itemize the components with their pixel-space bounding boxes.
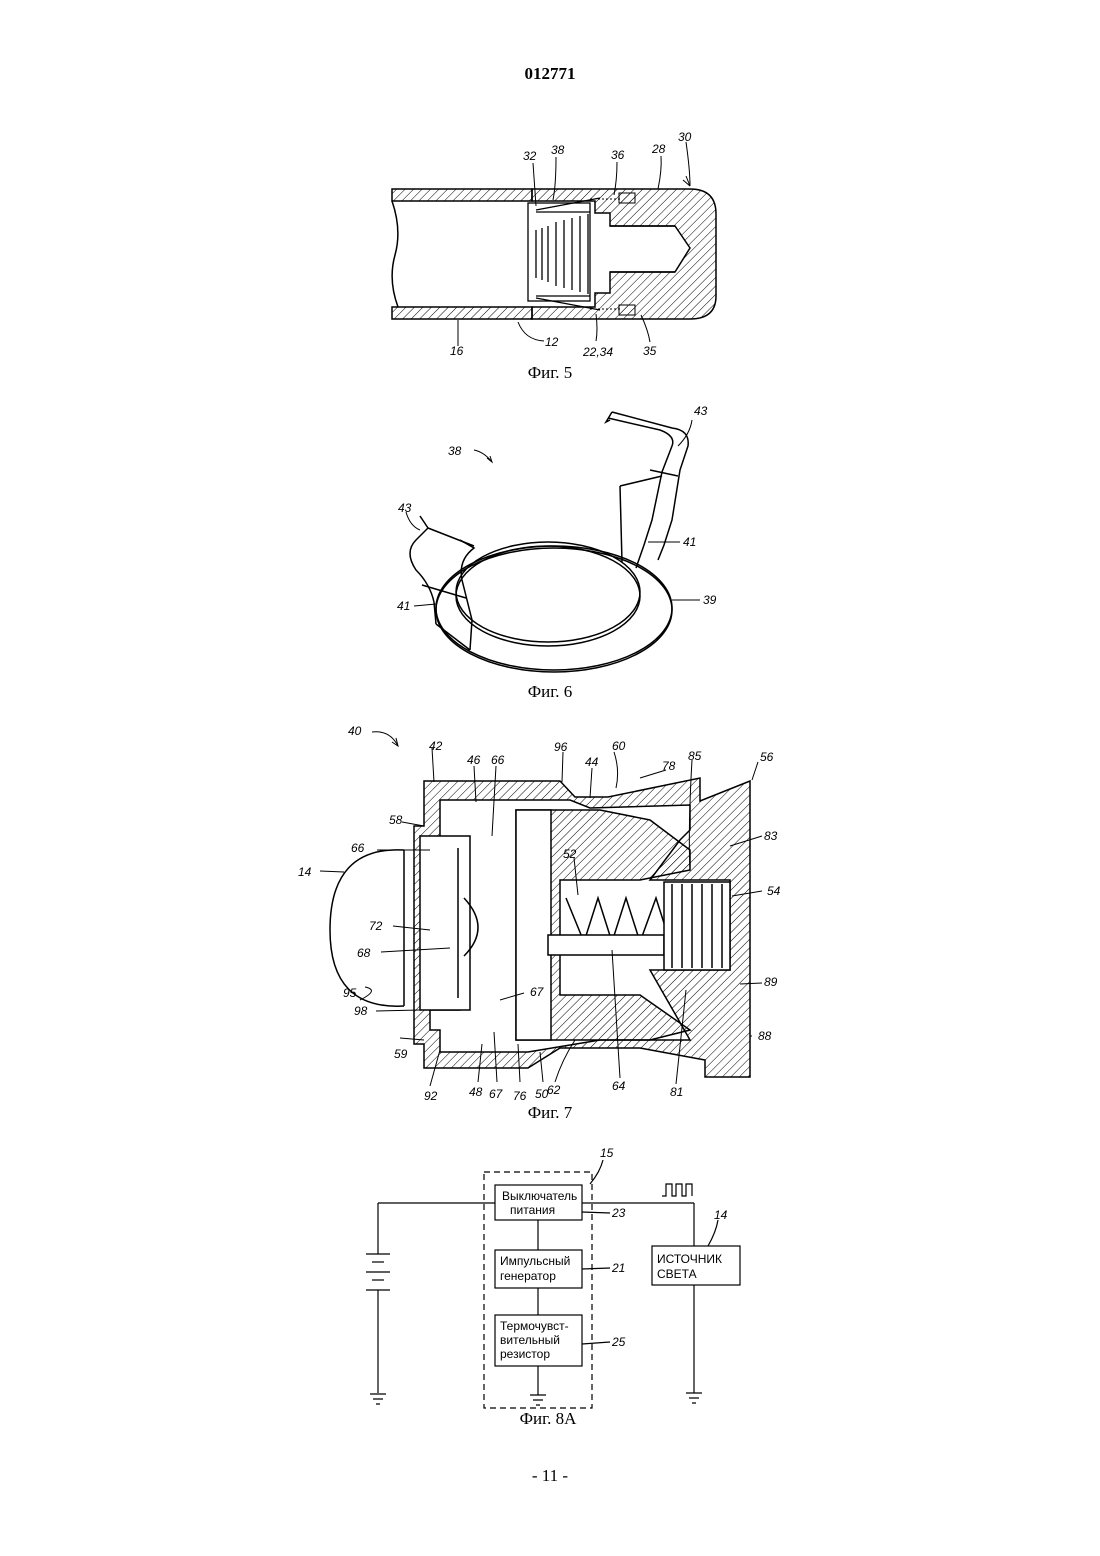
fig8a-ref-label: 25 <box>611 1335 626 1349</box>
light-source-label: СВЕТА <box>657 1267 697 1281</box>
thermistor-label: резистор <box>500 1347 550 1361</box>
thermistor-label: Термочувст- <box>500 1319 569 1333</box>
fig8a-ref-label: 23 <box>611 1206 626 1220</box>
pulse-generator-label: Импульсный <box>500 1254 570 1268</box>
fig8a-caption: Фиг. 8A <box>520 1409 578 1428</box>
power-switch-label: Выключатель <box>502 1189 577 1203</box>
fig8a-ref-label: 21 <box>611 1261 625 1275</box>
thermistor-label: вительный <box>500 1333 560 1347</box>
light-source-label: ИСТОЧНИК <box>657 1252 722 1266</box>
figure-8a: Выключатель питания Импульсный генератор… <box>0 0 1100 1430</box>
fig8a-ref-label: 15 <box>600 1146 614 1160</box>
power-switch-label: питания <box>510 1203 555 1217</box>
fig8a-ref-label: 14 <box>714 1208 728 1222</box>
pulse-generator-label: генератор <box>500 1269 556 1283</box>
page-number: - 11 - <box>0 1466 1100 1486</box>
